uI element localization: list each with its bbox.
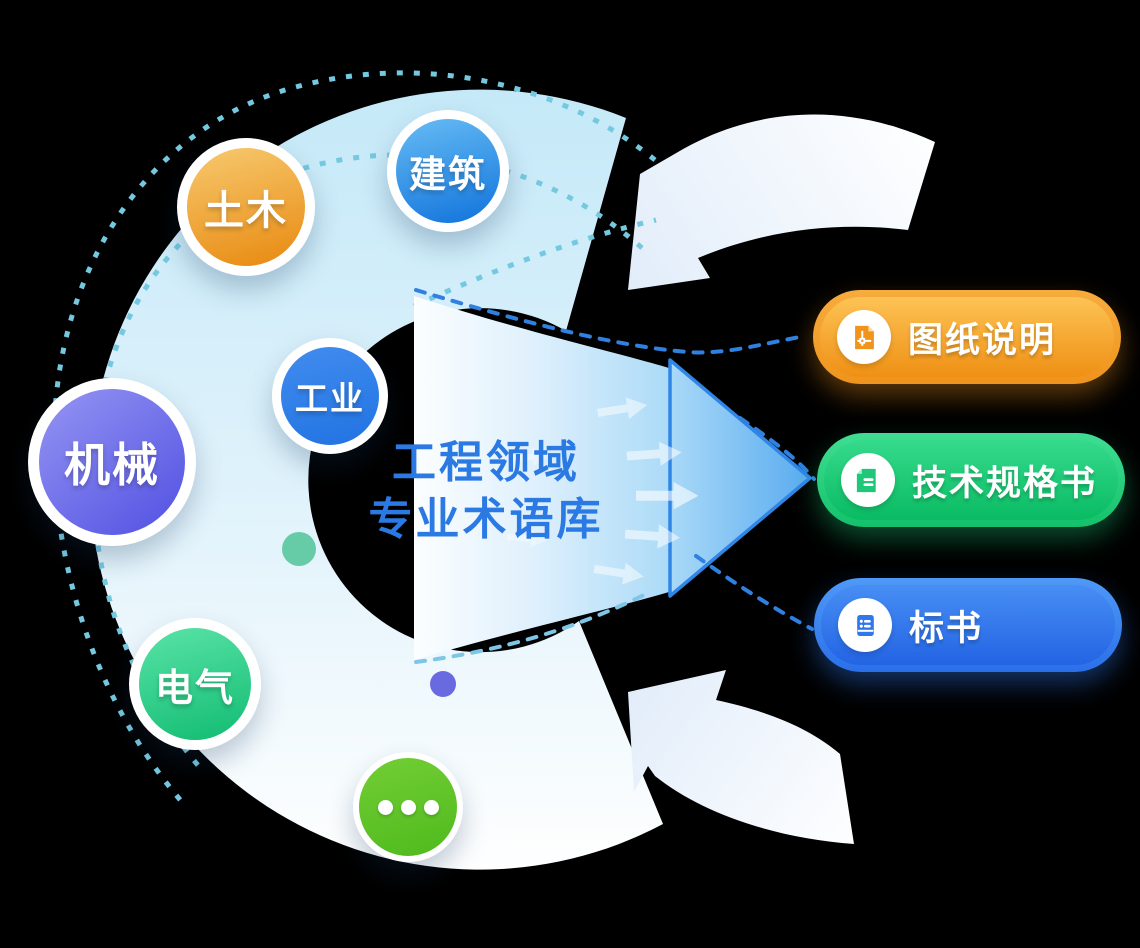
output-pill-label: 图纸说明 bbox=[908, 320, 1057, 360]
bubble-label: 土木 bbox=[204, 189, 288, 233]
output-pill-tech-spec: 技术规格书 bbox=[817, 433, 1125, 527]
ellipsis-icon bbox=[374, 799, 443, 815]
bubble-gongye: 工业 bbox=[272, 338, 388, 454]
bubble-label: 工业 bbox=[295, 380, 365, 417]
bubble-label: 电气 bbox=[154, 667, 235, 710]
dotted-arc-inner bbox=[90, 152, 644, 772]
output-pill-bid-doc: 标书 bbox=[814, 578, 1122, 672]
purple-accent-dot bbox=[430, 671, 456, 697]
output-pill-label: 技术规格书 bbox=[912, 463, 1098, 503]
bubble-tumu: 土木 bbox=[177, 138, 315, 276]
bubble-jixie: 机械 bbox=[28, 378, 196, 546]
dashed-line-to-tech-spec bbox=[738, 416, 816, 481]
center-title-line2: 专业术语库 bbox=[368, 495, 604, 544]
spec-doc-icon bbox=[841, 453, 895, 507]
dashed-line-to-bid-doc bbox=[694, 554, 814, 631]
bubble-dianqi: 电气 bbox=[129, 618, 261, 750]
output-pill-drawing-notes: 图纸说明 bbox=[813, 290, 1121, 384]
cycle-arrow-bottom bbox=[628, 670, 854, 844]
center-title-line1: 工程领域 bbox=[392, 438, 580, 487]
blueprint-icon bbox=[837, 310, 891, 364]
dashed-line-to-drawing-notes bbox=[414, 288, 808, 355]
center-title: 工程领域 专业术语库 bbox=[276, 434, 696, 548]
dotted-arc-short bbox=[412, 217, 657, 309]
teal-accent-dot bbox=[282, 532, 316, 566]
output-pill-label: 标书 bbox=[909, 608, 984, 648]
cycle-arrow-top bbox=[628, 114, 935, 290]
bubble-label: 机械 bbox=[64, 439, 160, 491]
dashed-funnel-bottom-edge bbox=[414, 592, 648, 664]
bubble-label: 建筑 bbox=[409, 154, 487, 195]
bubble-more bbox=[353, 752, 463, 862]
bubble-jianzhu: 建筑 bbox=[387, 110, 509, 232]
bid-book-icon bbox=[838, 598, 892, 652]
